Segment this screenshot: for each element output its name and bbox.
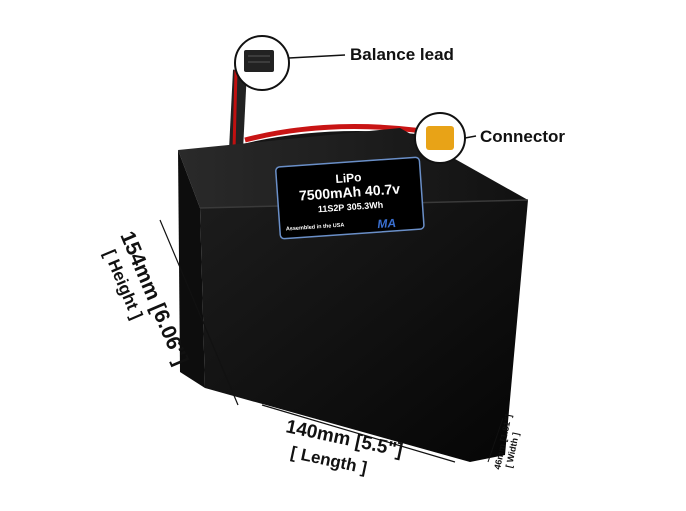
maxamps-logo: MA [377,216,397,231]
height-dimension: 154mm [6.06"] [ Height ] [100,228,192,369]
length-arrow [261,404,456,463]
balance-lead-callout: Balance lead [234,35,454,91]
label-assembled: Assembled in the USA [286,222,345,232]
width-arrow [487,417,504,463]
height-arrow [159,219,239,406]
battery-label: LiPo 7500mAh 40.7v 11S2P 305.3Wh Assembl… [275,156,425,240]
label-config: 11S2P 305.3Wh [318,200,384,215]
connector-label: Connector [480,127,565,146]
label-chemistry: LiPo [335,170,362,186]
balance-lead-wires [229,69,247,151]
connector-callout: Connector [414,112,565,164]
balance-lead-label: Balance lead [350,45,454,64]
label-capacity: 7500mAh 40.7v [298,180,400,203]
